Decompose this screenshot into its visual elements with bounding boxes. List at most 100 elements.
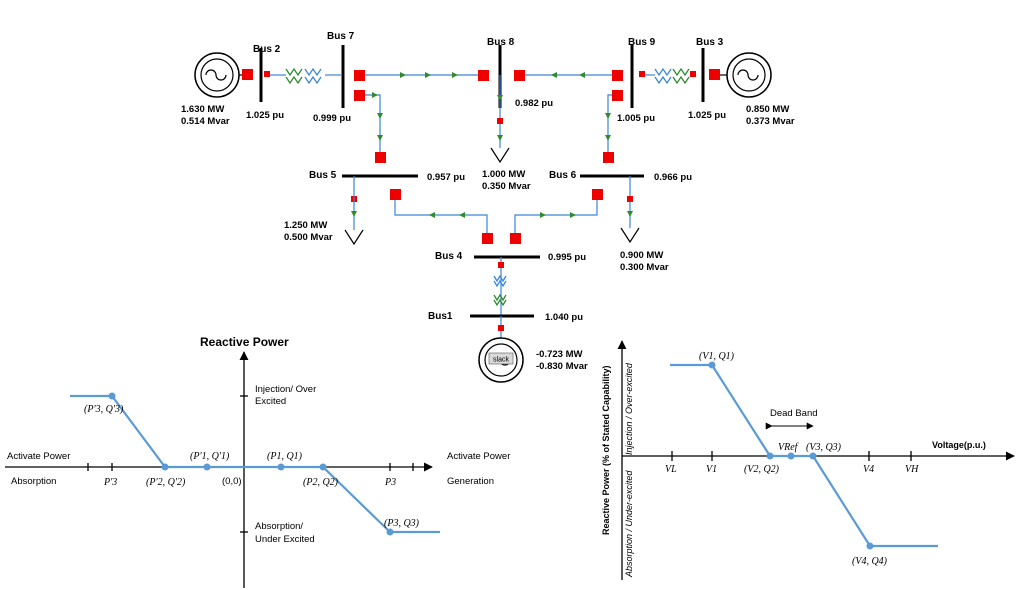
pq-absorption-line1: Absorption/ (255, 521, 303, 532)
pq-absorption-line2: Under Excited (255, 534, 315, 545)
pq-injection-line2: Excited (255, 396, 286, 407)
vq-label-vref: VRef (778, 442, 799, 453)
vq-tick-vl: VL (665, 464, 677, 475)
power-system-diagram: slack Bus 2 Bus 7 Bus 8 Bus 9 Bus 3 Bus … (181, 31, 795, 383)
vq-x-label: Voltage(p.u.) (932, 440, 986, 450)
slack-generator-icon: slack (478, 337, 524, 383)
breaker-gen1 (498, 325, 504, 331)
gen-2-mw: 1.630 MW (181, 104, 224, 115)
bus-1-label: Bus1 (428, 311, 453, 322)
pq-label-p2q2-prime: (P′2, Q′2) (146, 477, 186, 488)
pq-label-p2q2: (P2, Q2) (303, 477, 339, 488)
gen-1-mw: -0.723 MW (536, 349, 582, 360)
breaker-bus4-east (510, 233, 521, 244)
line-6-4 (514, 200, 598, 233)
pq-characteristic-chart: Reactive Power Injection/ Over Excited A… (5, 335, 510, 588)
load-6-mvar: 0.300 Mvar (620, 262, 669, 273)
slack-label: slack (493, 357, 509, 364)
vq-label-v4q4: (V4, Q4) (852, 556, 888, 567)
bus-4-label: Bus 4 (435, 251, 463, 262)
pq-point-p3q3-prime (108, 392, 116, 400)
bus-4-voltage: 0.995 pu (548, 252, 586, 263)
bus-9-voltage: 1.005 pu (617, 113, 655, 124)
vq-y-lower-label: Absorption / Under-excited (624, 470, 634, 578)
vq-tick-v4: V4 (863, 464, 874, 475)
pq-right-axis-line1: Activate Power (447, 451, 510, 462)
line-5-4 (394, 200, 488, 233)
generator-3-icon (720, 52, 772, 98)
vq-point-v2q2 (766, 452, 774, 460)
breaker-bus5-north (375, 152, 386, 163)
bus-6-label: Bus 6 (549, 170, 577, 181)
load-5-mw: 1.250 MW (284, 220, 327, 231)
vq-point-v4q4 (866, 542, 874, 550)
line-9-6 (607, 94, 612, 152)
bus-9-label: Bus 9 (628, 37, 656, 48)
bus-2-voltage: 1.025 pu (246, 110, 284, 121)
pq-label-p3q3-prime: (P′3, Q′3) (84, 404, 124, 415)
load-8-icon (490, 147, 510, 164)
load-6-mw: 0.900 MW (620, 250, 663, 261)
gen-2-mvar: 0.514 Mvar (181, 116, 230, 127)
breaker-bus7-south (354, 90, 365, 101)
bus-2-label: Bus 2 (253, 44, 281, 55)
bus-1-voltage: 1.040 pu (545, 312, 583, 323)
breaker-tx1-top (498, 262, 504, 268)
vq-characteristic-chart: Reactive Power (% of Stated Capability) … (601, 340, 1015, 580)
bus-7-voltage: 0.999 pu (313, 113, 351, 124)
vq-y-upper-label: Injection / Over-excited (624, 362, 634, 455)
pq-title: Reactive Power (200, 335, 289, 349)
vq-point-vref (787, 452, 795, 460)
vq-label-v3q3: (V3, Q3) (806, 442, 842, 453)
pq-point-p3q3 (386, 528, 394, 536)
breaker-load8 (497, 118, 503, 124)
load-5-icon (344, 229, 364, 246)
pq-left-axis-line1: Activate Power (7, 451, 70, 462)
breaker-load6 (627, 196, 633, 202)
vq-tick-v1: V1 (706, 464, 717, 475)
vq-point-v1q1 (708, 361, 716, 369)
pq-injection-line1: Injection/ Over (255, 384, 316, 395)
vq-tick-vh: VH (905, 464, 919, 475)
breaker-bus6-west (592, 189, 603, 200)
pq-point-p2q2 (319, 463, 327, 471)
transformer-4-1-icon (493, 274, 507, 307)
vq-label-v1q1: (V1, Q1) (699, 351, 735, 362)
load-5-mvar: 0.500 Mvar (284, 232, 333, 243)
breaker-bus3 (690, 71, 696, 77)
bus-5-label: Bus 5 (309, 170, 337, 181)
load-8-mvar: 0.350 Mvar (482, 181, 531, 192)
gen-3-mw: 0.850 MW (746, 104, 789, 115)
breaker-bus9-south (612, 90, 623, 101)
breaker-bus9-east (639, 71, 645, 77)
breaker-bus8-east (514, 70, 525, 81)
breaker-bus4-west (482, 233, 493, 244)
breaker-gen2 (242, 69, 253, 80)
load-6-icon (620, 227, 640, 244)
transformer-2-7-icon (285, 67, 322, 85)
dead-band-label: Dead Band (770, 408, 818, 419)
bus-6-voltage: 0.966 pu (654, 172, 692, 183)
breaker-gen3 (709, 69, 720, 80)
pq-tick-p3: P3 (384, 477, 396, 488)
generator-2-icon (194, 52, 246, 98)
bus-3-label: Bus 3 (696, 37, 724, 48)
bus-8-label: Bus 8 (487, 37, 515, 48)
transformer-9-3-icon (654, 67, 690, 85)
pq-tick-p3-prime: P′3 (103, 477, 117, 488)
pq-label-p1q1-prime: (P′1, Q′1) (190, 451, 230, 462)
breaker-bus5-east (390, 189, 401, 200)
pq-left-axis-line2: Absorption (11, 476, 56, 487)
pq-label-p3q3: (P3, Q3) (384, 518, 420, 529)
breaker-bus7-east (354, 70, 365, 81)
bus-3-voltage: 1.025 pu (688, 110, 726, 121)
pq-label-p1q1: (P1, Q1) (267, 451, 303, 462)
pq-point-p2q2-prime (161, 463, 169, 471)
vq-point-v3q3 (809, 452, 817, 460)
breaker-bus8-west (478, 70, 489, 81)
breaker-bus6-north (603, 152, 614, 163)
pq-right-axis-line2: Generation (447, 476, 494, 487)
breaker-bus2 (264, 71, 270, 77)
pq-point-p1q1-prime (203, 463, 211, 471)
